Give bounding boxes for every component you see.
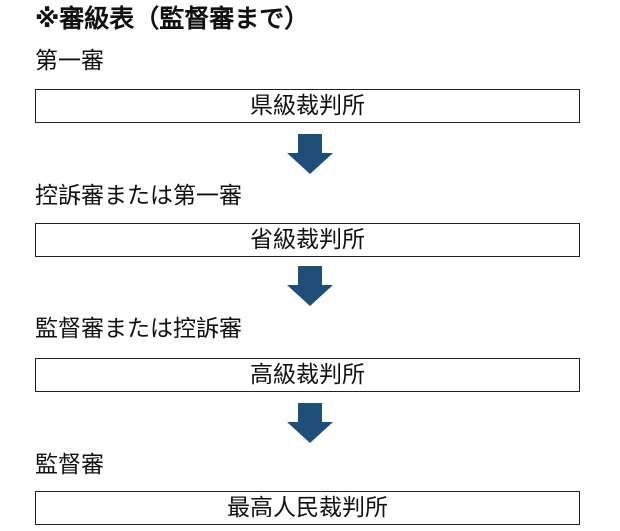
court-box-4: 最高人民裁判所: [35, 491, 580, 525]
down-arrow-icon: [287, 403, 333, 443]
court-box-2: 省級裁判所: [35, 223, 580, 257]
court-box-3: 高級裁判所: [35, 358, 580, 392]
stage-label-1: 第一審: [35, 48, 104, 74]
down-arrow-icon: [287, 266, 333, 306]
court-box-1: 県級裁判所: [35, 89, 580, 123]
down-arrow-icon: [287, 134, 333, 174]
stage-label-3: 監督審または控訴審: [35, 316, 242, 342]
stage-label-2: 控訴審または第一審: [35, 183, 242, 209]
diagram-title: ※審級表（監督審まで）: [35, 4, 310, 33]
stage-label-4: 監督審: [35, 452, 104, 478]
